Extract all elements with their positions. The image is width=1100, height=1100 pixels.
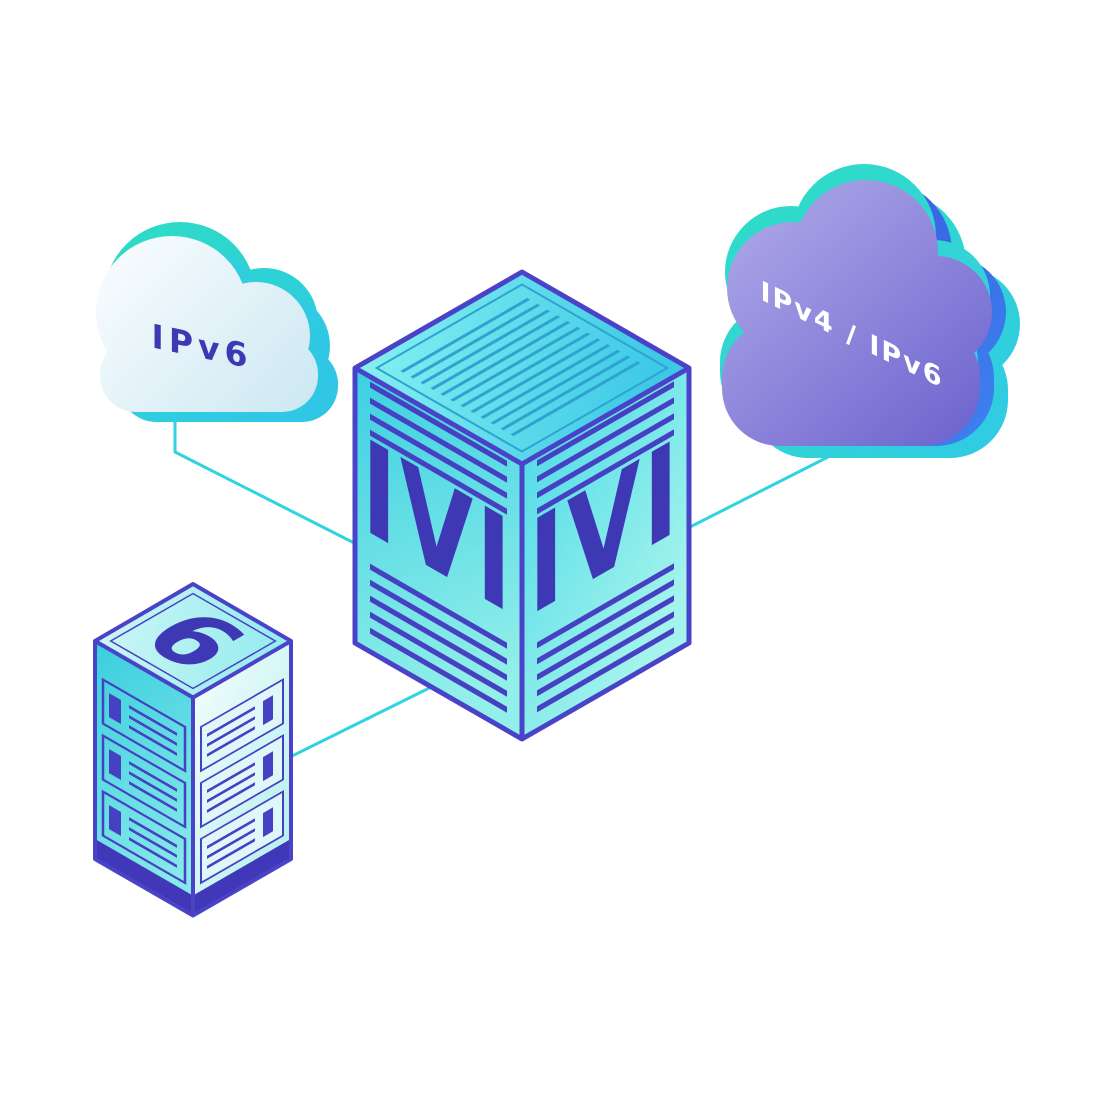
connector-left-cloud-to-cube	[173, 400, 370, 552]
rack-left-units	[101, 677, 187, 885]
ipv6-cloud: IPv6	[96, 222, 338, 422]
cube-right-face: IVI	[522, 367, 689, 739]
cube-top-stripes	[400, 298, 641, 437]
cube-right-top-stripes	[537, 381, 674, 515]
cube-outline	[352, 269, 692, 742]
rack-right-face	[193, 640, 291, 916]
rack-outline	[93, 582, 293, 918]
cube-right-bottom-stripes	[537, 563, 674, 713]
ipv4-cloud-front	[722, 180, 992, 446]
rack-left-base-band	[95, 839, 193, 916]
cube-left-bottom-stripes	[370, 563, 507, 713]
ivi-translator-cube: IVI IVI	[352, 269, 692, 742]
rack-left-face	[95, 641, 193, 916]
cube-left-face: IVI	[355, 368, 522, 740]
ipv6-cloud-front	[96, 236, 318, 412]
cube-left-top-stripes	[370, 381, 507, 515]
ipv4-ipv6-cloud: IPv4 / IPv6	[720, 164, 1020, 458]
rack-right-units	[200, 677, 284, 885]
server-rack: 6	[93, 582, 293, 918]
rack-right-base-band	[193, 838, 291, 916]
